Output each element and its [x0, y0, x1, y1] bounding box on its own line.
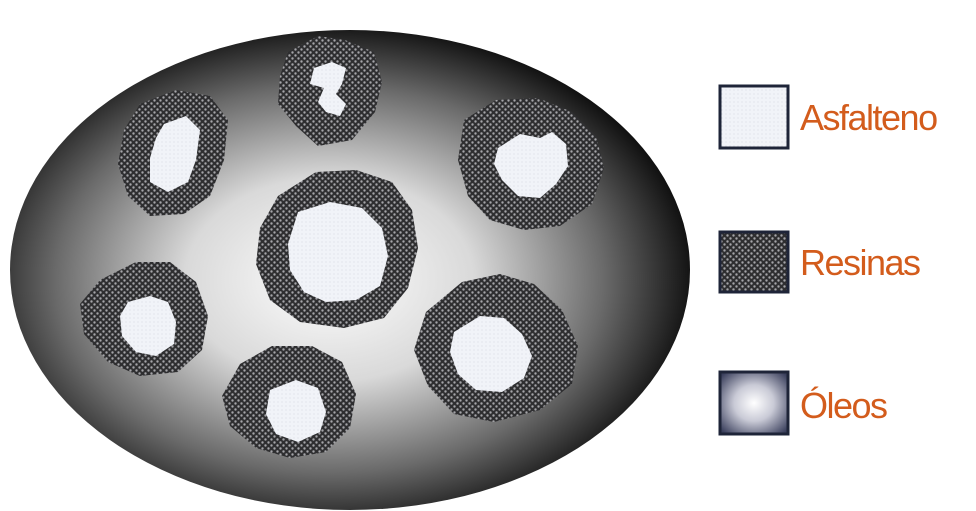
legend: Asfalteno Resinas Óleos: [720, 86, 937, 434]
legend-item-oils: Óleos: [720, 372, 887, 434]
legend-label-asphaltene: Asfalteno: [800, 97, 937, 138]
asphaltene-swatch: [720, 86, 788, 148]
resins-swatch: [720, 232, 788, 292]
legend-item-resins: Resinas: [720, 232, 920, 292]
legend-item-asphaltene: Asfalteno: [720, 86, 937, 148]
legend-label-resins: Resinas: [800, 242, 920, 283]
legend-label-oils: Óleos: [800, 385, 887, 426]
oils-swatch: [720, 372, 788, 434]
